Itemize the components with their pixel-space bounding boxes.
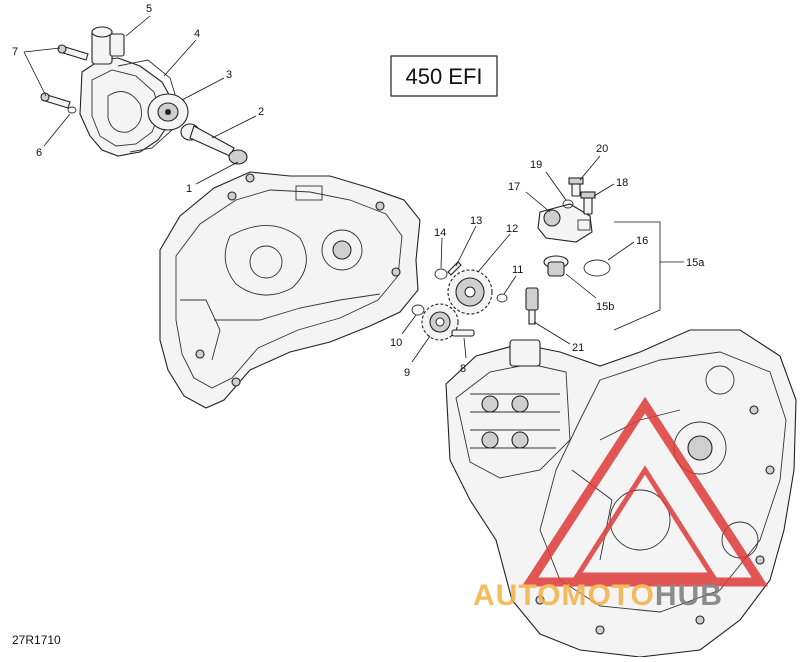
callout-1: 1	[186, 183, 192, 195]
callout-18: 18	[616, 177, 628, 189]
callout-9: 9	[404, 367, 410, 379]
callout-12: 12	[506, 223, 518, 235]
screw-18	[580, 191, 596, 215]
gear-12	[447, 269, 493, 315]
callout-14: 14	[434, 227, 446, 239]
callout-19: 19	[530, 159, 542, 171]
washer-10	[411, 304, 425, 316]
pin-13	[447, 261, 462, 276]
watermark-part1: AUTOMOTO	[473, 579, 655, 612]
callout-21: 21	[572, 342, 584, 354]
callout-8: 8	[460, 363, 466, 375]
callout-7: 7	[12, 46, 18, 58]
pump-shaft	[180, 123, 248, 165]
model-box-text: 450 EFI	[405, 64, 482, 89]
callout-15a: 15a	[686, 257, 705, 269]
callouts: 1 2 3 4 5 6 7 8 9 10 11 12 13 14 15a 15b…	[12, 3, 705, 379]
watermark-triangle	[521, 396, 769, 587]
sensor-21	[525, 287, 539, 325]
water-pump-housing	[79, 26, 173, 157]
thermostat-housing-17	[537, 203, 593, 243]
left-crankcase	[159, 171, 421, 409]
callout-20: 20	[596, 143, 608, 155]
model-box: 450 EFI	[390, 55, 498, 97]
pump-screws	[40, 44, 89, 114]
watermark-part2: HUB	[655, 579, 723, 612]
model-box-frame	[390, 55, 498, 97]
o-ring-16	[583, 259, 611, 277]
callout-11: 11	[512, 264, 523, 276]
callout-4: 4	[194, 28, 200, 40]
thermostat-15b	[543, 255, 569, 277]
watermark-triangle-inner	[573, 465, 717, 578]
callout-13: 13	[470, 215, 482, 227]
dowel-8	[451, 329, 475, 337]
impeller	[147, 93, 189, 131]
drawing-code: 27R1710	[12, 633, 61, 647]
callout-5: 5	[146, 3, 152, 15]
gear-9	[421, 303, 459, 341]
washer-11	[496, 293, 508, 303]
leader-lines	[23, 15, 635, 363]
callout-17: 17	[508, 181, 520, 193]
callout-15b: 15b	[596, 301, 614, 313]
washer-14	[434, 268, 448, 280]
callout-3: 3	[226, 69, 232, 81]
callout-2: 2	[258, 106, 264, 118]
washer-19	[562, 199, 574, 209]
callout-6: 6	[36, 147, 42, 159]
callout-16: 16	[636, 235, 648, 247]
watermark-text: AUTOMOTOHUB	[473, 579, 723, 612]
callout-10: 10	[390, 337, 402, 349]
watermark: AUTOMOTOHUB	[473, 396, 769, 612]
screw-20	[568, 177, 584, 197]
bracket-15a	[613, 221, 684, 331]
